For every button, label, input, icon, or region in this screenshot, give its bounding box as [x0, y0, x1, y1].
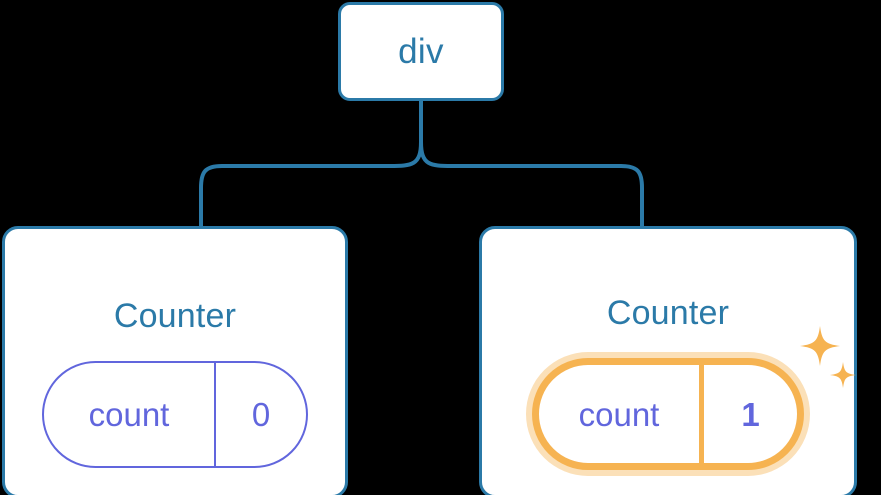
state-pill-wrapper-right: count 1 — [532, 326, 856, 470]
node-counter-left-title: Counter — [113, 296, 237, 335]
node-counter-right[interactable]: Counter count 1 — [479, 226, 857, 495]
sparkles-icon — [800, 326, 856, 388]
state-key-label-right: count — [578, 395, 660, 433]
state-pill-right[interactable]: count 1 — [532, 358, 804, 470]
state-key-cell-left: count — [44, 362, 216, 466]
node-div-label: div — [398, 32, 444, 71]
state-value-label-right: 1 — [741, 395, 760, 433]
sparkle-small-icon — [830, 362, 856, 388]
sparkle-large-icon — [800, 326, 840, 366]
state-value-cell-right: 1 — [704, 365, 797, 463]
state-value-cell-left: 0 — [216, 363, 306, 466]
node-counter-right-title: Counter — [606, 294, 730, 332]
state-pill-left[interactable]: count 0 — [42, 360, 308, 468]
node-div[interactable]: div — [338, 2, 504, 101]
node-counter-left[interactable]: Counter count 0 — [2, 226, 348, 495]
state-value-label-left: 0 — [251, 395, 271, 433]
state-key-cell-right: count — [539, 365, 704, 463]
connector-branch-right — [419, 140, 644, 228]
connector-branch-left — [199, 140, 423, 228]
state-pill-wrapper-left: count 0 — [42, 360, 308, 468]
state-key-label-left: count — [88, 395, 170, 433]
